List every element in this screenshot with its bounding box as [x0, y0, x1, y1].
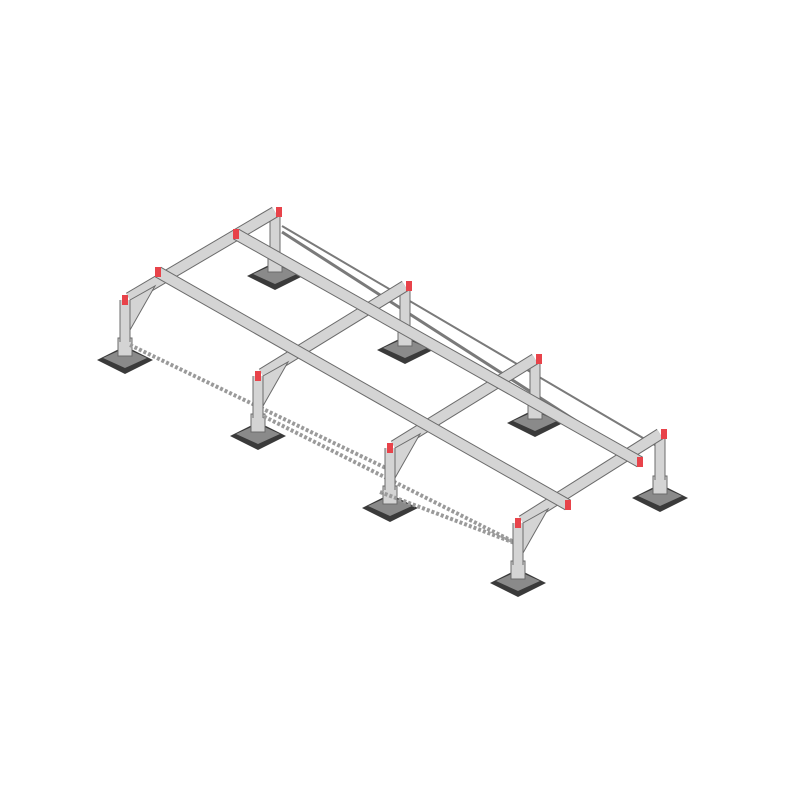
back-brace-rod-2 — [281, 225, 661, 449]
back-rail-end-cap-2 — [637, 457, 643, 467]
gusset-4 — [522, 507, 550, 555]
back-end-cap-3 — [536, 354, 542, 364]
front-end-cap-4 — [515, 518, 521, 528]
front-perforated-brace-3 — [379, 490, 521, 547]
back-foot-pad-4-top — [638, 486, 682, 506]
front-foot-pad-2-top — [236, 424, 280, 444]
front-foot-pad-4-top — [496, 571, 540, 591]
cross-beam-3 — [391, 354, 538, 451]
front-perforated-brace-2 — [254, 410, 521, 547]
cross-beam-2 — [259, 281, 408, 379]
front-end-cap-3 — [387, 443, 393, 453]
back-end-cap-1 — [276, 207, 282, 217]
back-foot-pad-2-top — [383, 338, 427, 358]
gusset-1 — [129, 284, 157, 332]
cross-beam-4 — [519, 429, 663, 526]
front-end-cap-1 — [122, 295, 128, 305]
front-rail-end-cap-2 — [565, 500, 571, 510]
cross-beam-1 — [126, 207, 278, 303]
gusset-2 — [262, 360, 290, 408]
back-foot-pad-3-top — [513, 411, 557, 431]
front-rail — [155, 267, 571, 510]
back-rail — [233, 229, 643, 467]
front-rail-end-cap-1 — [155, 267, 161, 277]
front-perforated-brace-1 — [129, 343, 391, 472]
front-end-cap-2 — [255, 371, 261, 381]
back-rail-end-cap-1 — [233, 229, 239, 239]
back-end-cap-4 — [661, 429, 667, 439]
front-foot-pad-1-top — [103, 348, 147, 368]
gusset-3 — [394, 432, 422, 480]
back-end-cap-2 — [406, 281, 412, 291]
